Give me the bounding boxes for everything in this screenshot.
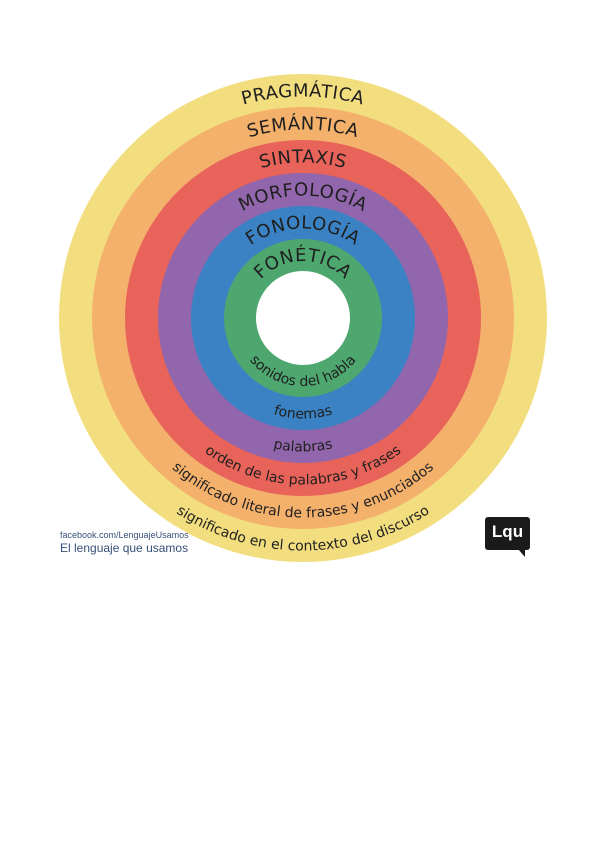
logo-text: Lqu <box>491 522 524 541</box>
credit-name: El lenguaje que usamos <box>60 541 189 555</box>
ring-description-4: palabras <box>272 436 334 455</box>
credit-url[interactable]: facebook.com/LenguajeUsamos <box>60 530 189 540</box>
ring-description-5: fonemas <box>272 402 334 422</box>
center-hole <box>256 271 350 365</box>
lqu-logo: Lqu <box>485 517 530 557</box>
